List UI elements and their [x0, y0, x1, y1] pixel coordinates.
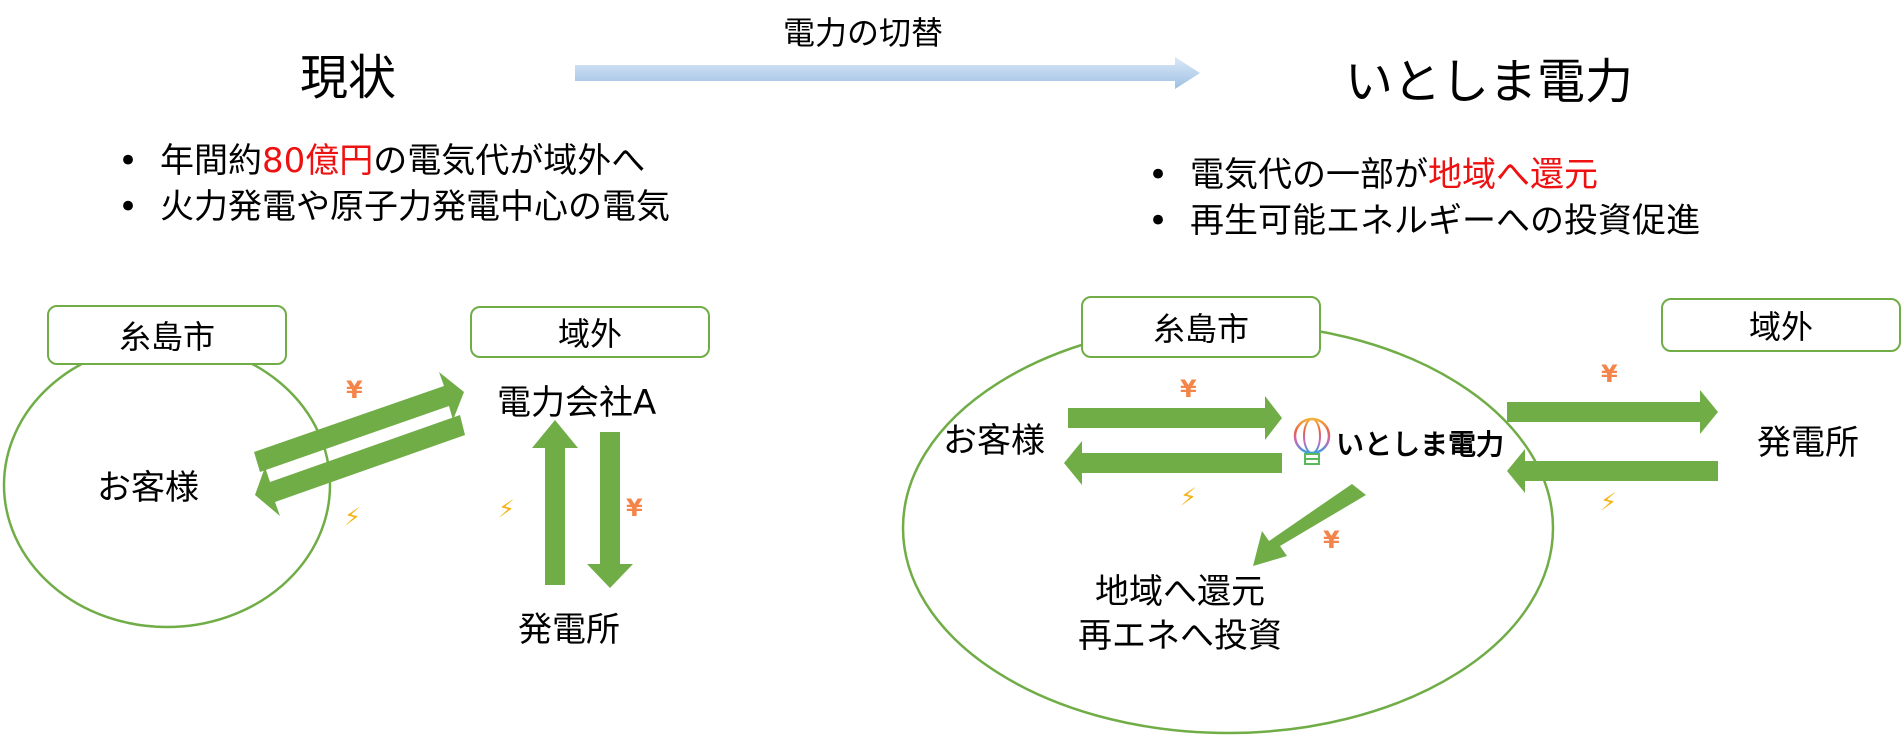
yen-icon: ¥ [346, 376, 363, 404]
left-arrow-company-to-plant [587, 432, 633, 588]
itoshima-power-node: いとしま電力 [1336, 428, 1505, 461]
itoshima-power-logo: いとしま電力 [1292, 416, 1504, 470]
bullet-text: 電気代の一部が [1190, 155, 1428, 195]
lightbulb-globe-icon [1293, 417, 1331, 465]
left-outside-label: 域外 [470, 306, 710, 358]
lightning-icon: ⚡ [344, 503, 361, 531]
bullet-text: 再生可能エネルギーへの投資促進 [1190, 201, 1700, 241]
left-power-plant-node: 発電所 [518, 610, 620, 650]
right-bullet-2: • 再生可能エネルギーへの投資促進 [1130, 198, 1700, 244]
right-arrow-itoshima-to-region [1253, 484, 1366, 566]
bullet-dot: • [118, 141, 139, 181]
left-customer-node: お客様 [97, 468, 199, 508]
right-customer-node: お客様 [943, 421, 1045, 461]
bullet-highlight: 80億円 [262, 141, 374, 181]
bullet-dot: • [118, 187, 139, 227]
right-city-ellipse [901, 321, 1555, 735]
right-bullet-1: • 電気代の一部が地域へ還元 [1130, 152, 1700, 198]
right-power-plant-node: 発電所 [1757, 423, 1859, 463]
right-arrow-plant-to-itoshima [1507, 449, 1718, 493]
right-arrow-itoshima-to-plant [1507, 390, 1718, 434]
left-power-company-node: 電力会社A [497, 383, 657, 423]
transition-label: 電力の切替 [783, 14, 944, 52]
yen-icon: ¥ [626, 494, 643, 522]
yen-icon: ¥ [1323, 526, 1340, 554]
bullet-dot: • [1148, 155, 1169, 195]
right-bullet-list: • 電気代の一部が地域へ還元 • 再生可能エネルギーへの投資促進 [1130, 152, 1700, 244]
regional-return-line2: 再エネへ投資 [1078, 616, 1282, 656]
bullet-text-post: の電気代が域外へ [373, 141, 646, 181]
bullet-highlight: 地域へ還元 [1428, 155, 1598, 195]
transition-arrow [575, 57, 1200, 89]
yen-icon: ¥ [1180, 375, 1197, 403]
current-state-title: 現状 [300, 50, 397, 106]
left-arrow-company-to-customer [255, 415, 465, 516]
yen-icon: ¥ [1601, 360, 1618, 388]
bullet-text: 火力発電や原子力発電中心の電気 [160, 187, 670, 227]
bullet-dot: • [1148, 201, 1169, 241]
bullet-text: 年間約 [160, 141, 262, 181]
regional-return-node: 地域へ還元 再エネへ投資 [1078, 570, 1282, 658]
lightning-icon: ⚡ [1600, 488, 1617, 516]
right-arrow-customer-to-itoshima [1068, 396, 1282, 440]
itoshima-power-title: いとしま電力 [1345, 54, 1634, 110]
left-arrow-customer-to-company [254, 372, 464, 472]
right-arrow-itoshima-to-customer [1064, 441, 1282, 485]
left-bullet-2: • 火力発電や原子力発電中心の電気 [100, 184, 670, 230]
right-outside-label: 域外 [1661, 298, 1901, 352]
lightning-icon: ⚡ [498, 495, 515, 523]
right-city-label: 糸島市 [1081, 296, 1321, 358]
lightning-icon: ⚡ [1180, 483, 1197, 511]
left-arrow-plant-to-company [532, 420, 578, 585]
regional-return-line1: 地域へ還元 [1095, 572, 1265, 612]
left-city-label: 糸島市 [47, 305, 287, 365]
